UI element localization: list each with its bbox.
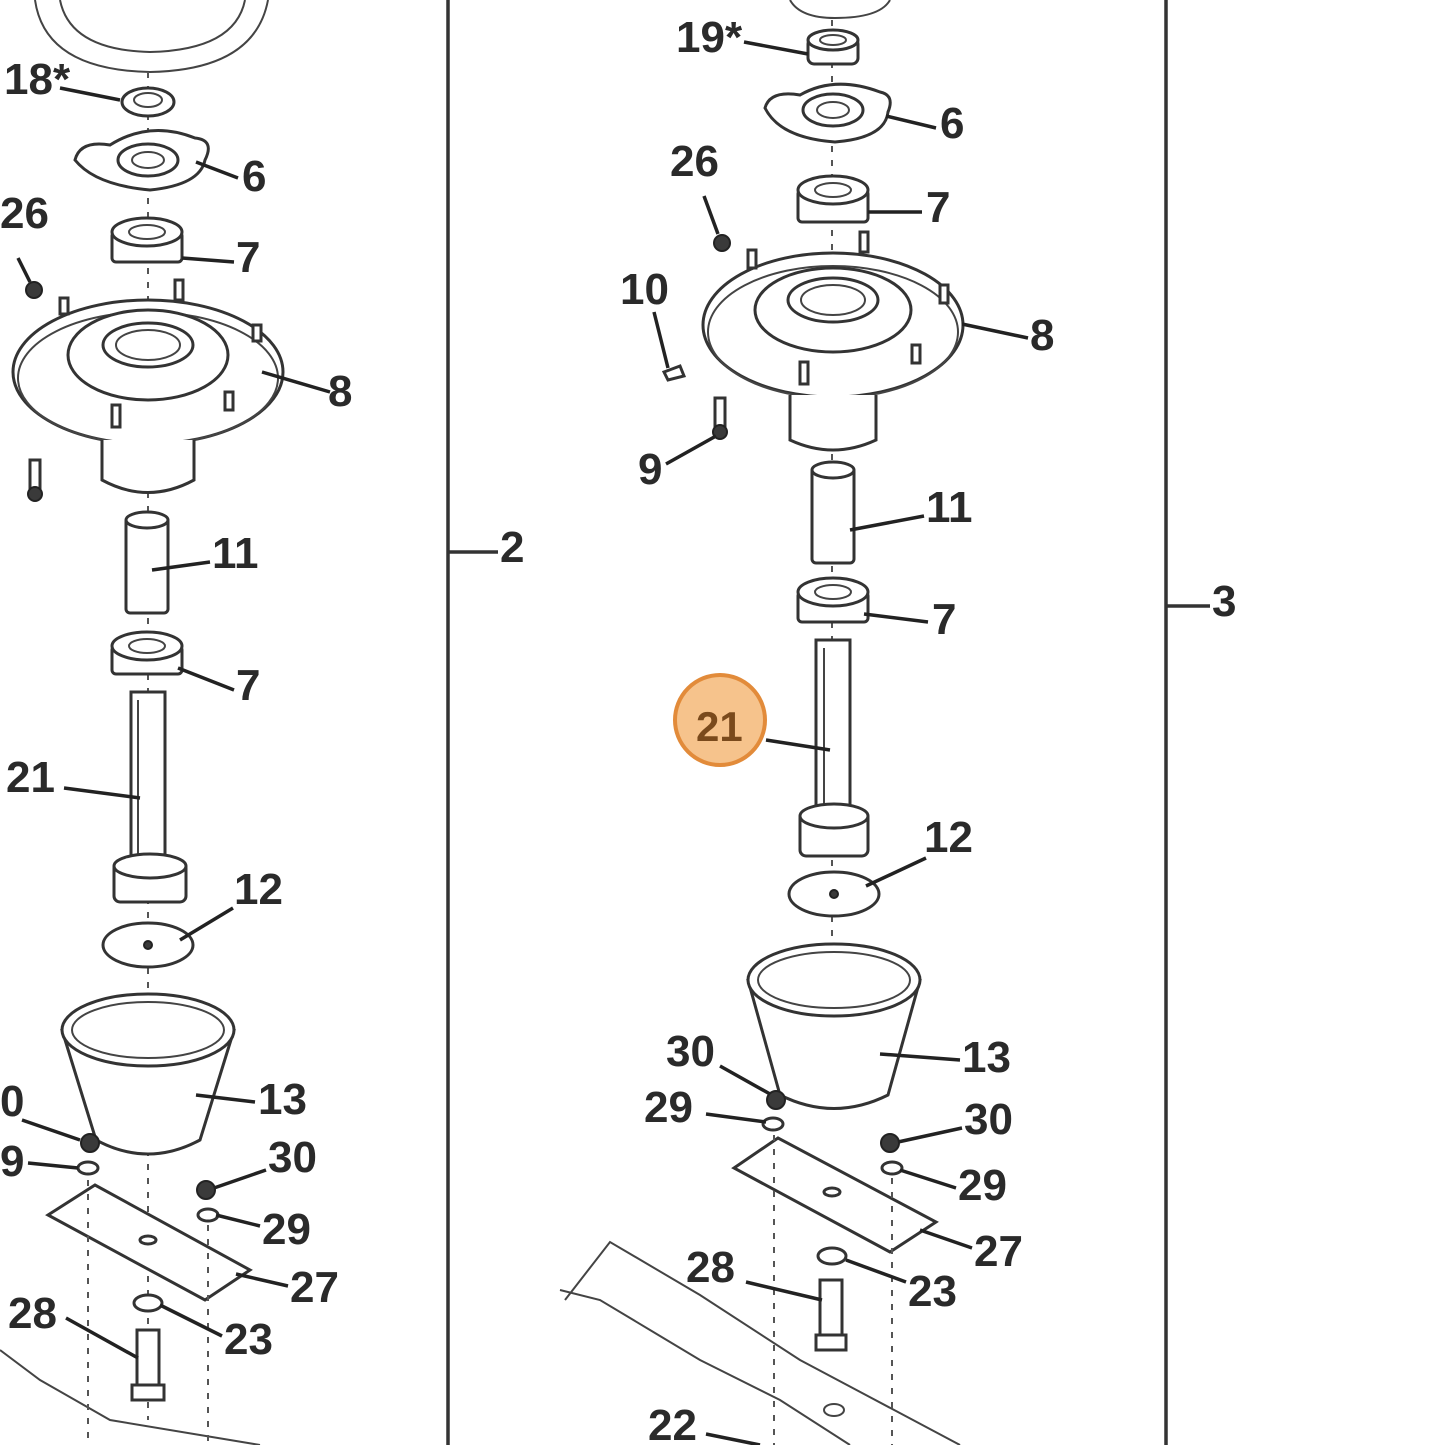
- assembly-label-3: 3: [1212, 577, 1237, 626]
- right-callout-6: 6: [940, 99, 965, 148]
- right-callout-23: 23: [908, 1267, 957, 1316]
- left-callout-18: 18*: [4, 55, 71, 104]
- left-callout-27: 27: [290, 1263, 339, 1312]
- right-part-28: [818, 1278, 844, 1337]
- right-part-21: [814, 638, 852, 822]
- left-callout-7b: 7: [236, 661, 261, 710]
- right-callout-29a: 29: [644, 1083, 693, 1132]
- left-callout-30b: 30: [268, 1133, 317, 1182]
- right-callout-7b: 7: [932, 595, 957, 644]
- left-part-18: [120, 86, 176, 118]
- right-callout-10: 10: [620, 265, 669, 314]
- left-callout-11: 11: [212, 529, 259, 578]
- right-callout-8: 8: [1030, 311, 1055, 360]
- left-callout-29a: 9: [0, 1137, 25, 1186]
- right-callout-26: 26: [670, 137, 719, 186]
- left-callout-8: 8: [328, 367, 353, 416]
- left-part-26: [25, 281, 43, 299]
- left-pulley: [34, 0, 269, 74]
- left-callout-26: 26: [0, 189, 49, 238]
- right-callout-21[interactable]: 21: [696, 703, 743, 750]
- left-callout-28: 28: [8, 1289, 57, 1338]
- left-part-11: [124, 516, 170, 615]
- left-part-23: [132, 1293, 164, 1313]
- left-assembly: [0, 0, 331, 1445]
- left-callout-29b: 29: [262, 1205, 311, 1254]
- left-callout-12: 12: [234, 865, 283, 914]
- right-part-23: [816, 1246, 848, 1266]
- right-blade: [564, 1240, 961, 1445]
- left-callout-21: 21: [6, 753, 55, 802]
- right-callout-12: 12: [924, 813, 973, 862]
- left-part-28: [135, 1328, 161, 1387]
- right-callout-13: 13: [962, 1033, 1011, 1082]
- right-callout-19: 19*: [676, 13, 743, 62]
- right-callout-30b: 30: [964, 1095, 1013, 1144]
- right-callout-27: 27: [974, 1227, 1023, 1276]
- right-callout-11: 11: [926, 483, 973, 532]
- right-part-11: [810, 466, 856, 565]
- left-part-21: [129, 690, 167, 874]
- right-part-10: [661, 364, 687, 382]
- right-callout-9: 9: [638, 445, 663, 494]
- right-pulley: [789, 0, 891, 20]
- left-callout-7a: 7: [236, 233, 261, 282]
- right-callout-30a: 30: [666, 1027, 715, 1076]
- right-callout-29b: 29: [958, 1161, 1007, 1210]
- right-part-26: [713, 234, 731, 252]
- right-callout-7a: 7: [926, 183, 951, 232]
- left-callout-23: 23: [224, 1315, 273, 1364]
- right-callout-22: 22: [648, 1401, 697, 1445]
- left-callout-30a: 0: [0, 1077, 25, 1126]
- right-callout-28: 28: [686, 1243, 735, 1292]
- right-part-9: [713, 396, 727, 430]
- left-callout-6: 6: [242, 152, 267, 201]
- right-assembly: [559, 0, 1029, 1445]
- highlight-marker[interactable]: [673, 673, 767, 767]
- left-callout-13: 13: [258, 1075, 307, 1124]
- assembly-label-2: 2: [500, 523, 525, 572]
